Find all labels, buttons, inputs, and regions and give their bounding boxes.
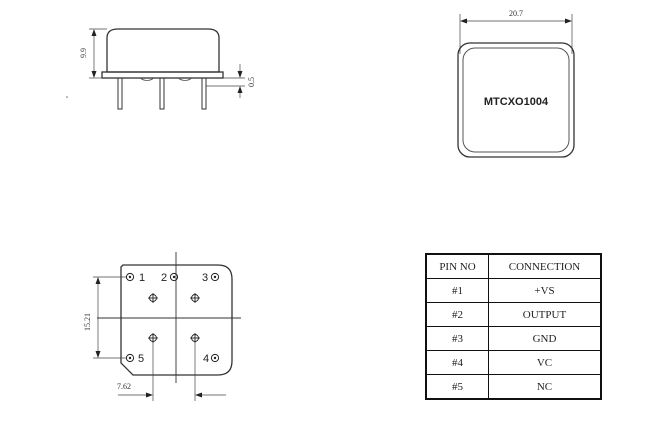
mount-mark-lower-left (148, 333, 158, 343)
pin-4-label: 4 (203, 353, 209, 365)
side-view-lead-3 (201, 77, 207, 110)
bottom-view-height-label: 15.21 (83, 313, 92, 331)
bottom-view-pin-5: 5 (125, 353, 144, 365)
top-view-inner-outline (462, 47, 570, 153)
bottom-view-pin-2: 2 (161, 272, 179, 284)
pin-1-label: 1 (139, 272, 145, 284)
table-header-connection: CONNECTION (488, 253, 602, 279)
mount-mark-lower-right (190, 333, 200, 343)
side-view-base (101, 71, 224, 79)
side-view: 9.9 0.5 (66, 28, 256, 110)
side-view-lead-1 (117, 77, 123, 110)
bottom-view-pin-4: 4 (203, 353, 220, 365)
pin-5-label: 5 (138, 353, 144, 365)
side-view-body (106, 28, 220, 73)
bottom-view-pin-1: 1 (125, 272, 145, 284)
side-view-lead-label: 0.5 (247, 77, 256, 87)
bottom-view-pin-3: 3 (202, 272, 220, 284)
table-header-row: PIN NO CONNECTION (425, 253, 602, 279)
top-view: 20.7 MTCXO1004 (457, 9, 575, 158)
table-row: #3 GND (425, 326, 602, 351)
table-cell-pin: #4 (425, 350, 489, 375)
table-cell-connection: +VS (488, 278, 602, 303)
table-row: #5 NC (425, 374, 602, 400)
table-cell-pin: #1 (425, 278, 489, 303)
bottom-view: 1 2 3 5 4 (83, 252, 241, 401)
table-row: #1 +VS (425, 278, 602, 303)
table-cell-connection: OUTPUT (488, 302, 602, 327)
top-view-part-number: MTCXO1004 (484, 96, 549, 108)
pin-3-label: 3 (202, 272, 208, 284)
table-cell-connection: VC (488, 350, 602, 375)
pin-connection-table: PIN NO CONNECTION #1 +VS #2 OUTPUT #3 GN… (425, 253, 602, 400)
table-cell-connection: GND (488, 326, 602, 351)
table-cell-pin: #3 (425, 326, 489, 351)
bottom-view-outline (120, 264, 233, 376)
top-view-width-label: 20.7 (509, 9, 523, 18)
top-view-outline (457, 42, 575, 158)
pin-2-label: 2 (161, 272, 167, 284)
table-cell-pin: #2 (425, 302, 489, 327)
table-row: #2 OUTPUT (425, 302, 602, 327)
bottom-view-pitch-label: 7.62 (117, 382, 131, 391)
table-cell-pin: #5 (425, 374, 489, 400)
mount-mark-upper-left (148, 293, 158, 303)
table-header-pin: PIN NO (425, 253, 489, 279)
mount-mark-upper-right (190, 293, 200, 303)
side-view-lead-2 (159, 77, 165, 110)
table-row: #4 VC (425, 350, 602, 375)
table-cell-connection: NC (488, 374, 602, 400)
side-view-height-label: 9.9 (79, 48, 88, 58)
